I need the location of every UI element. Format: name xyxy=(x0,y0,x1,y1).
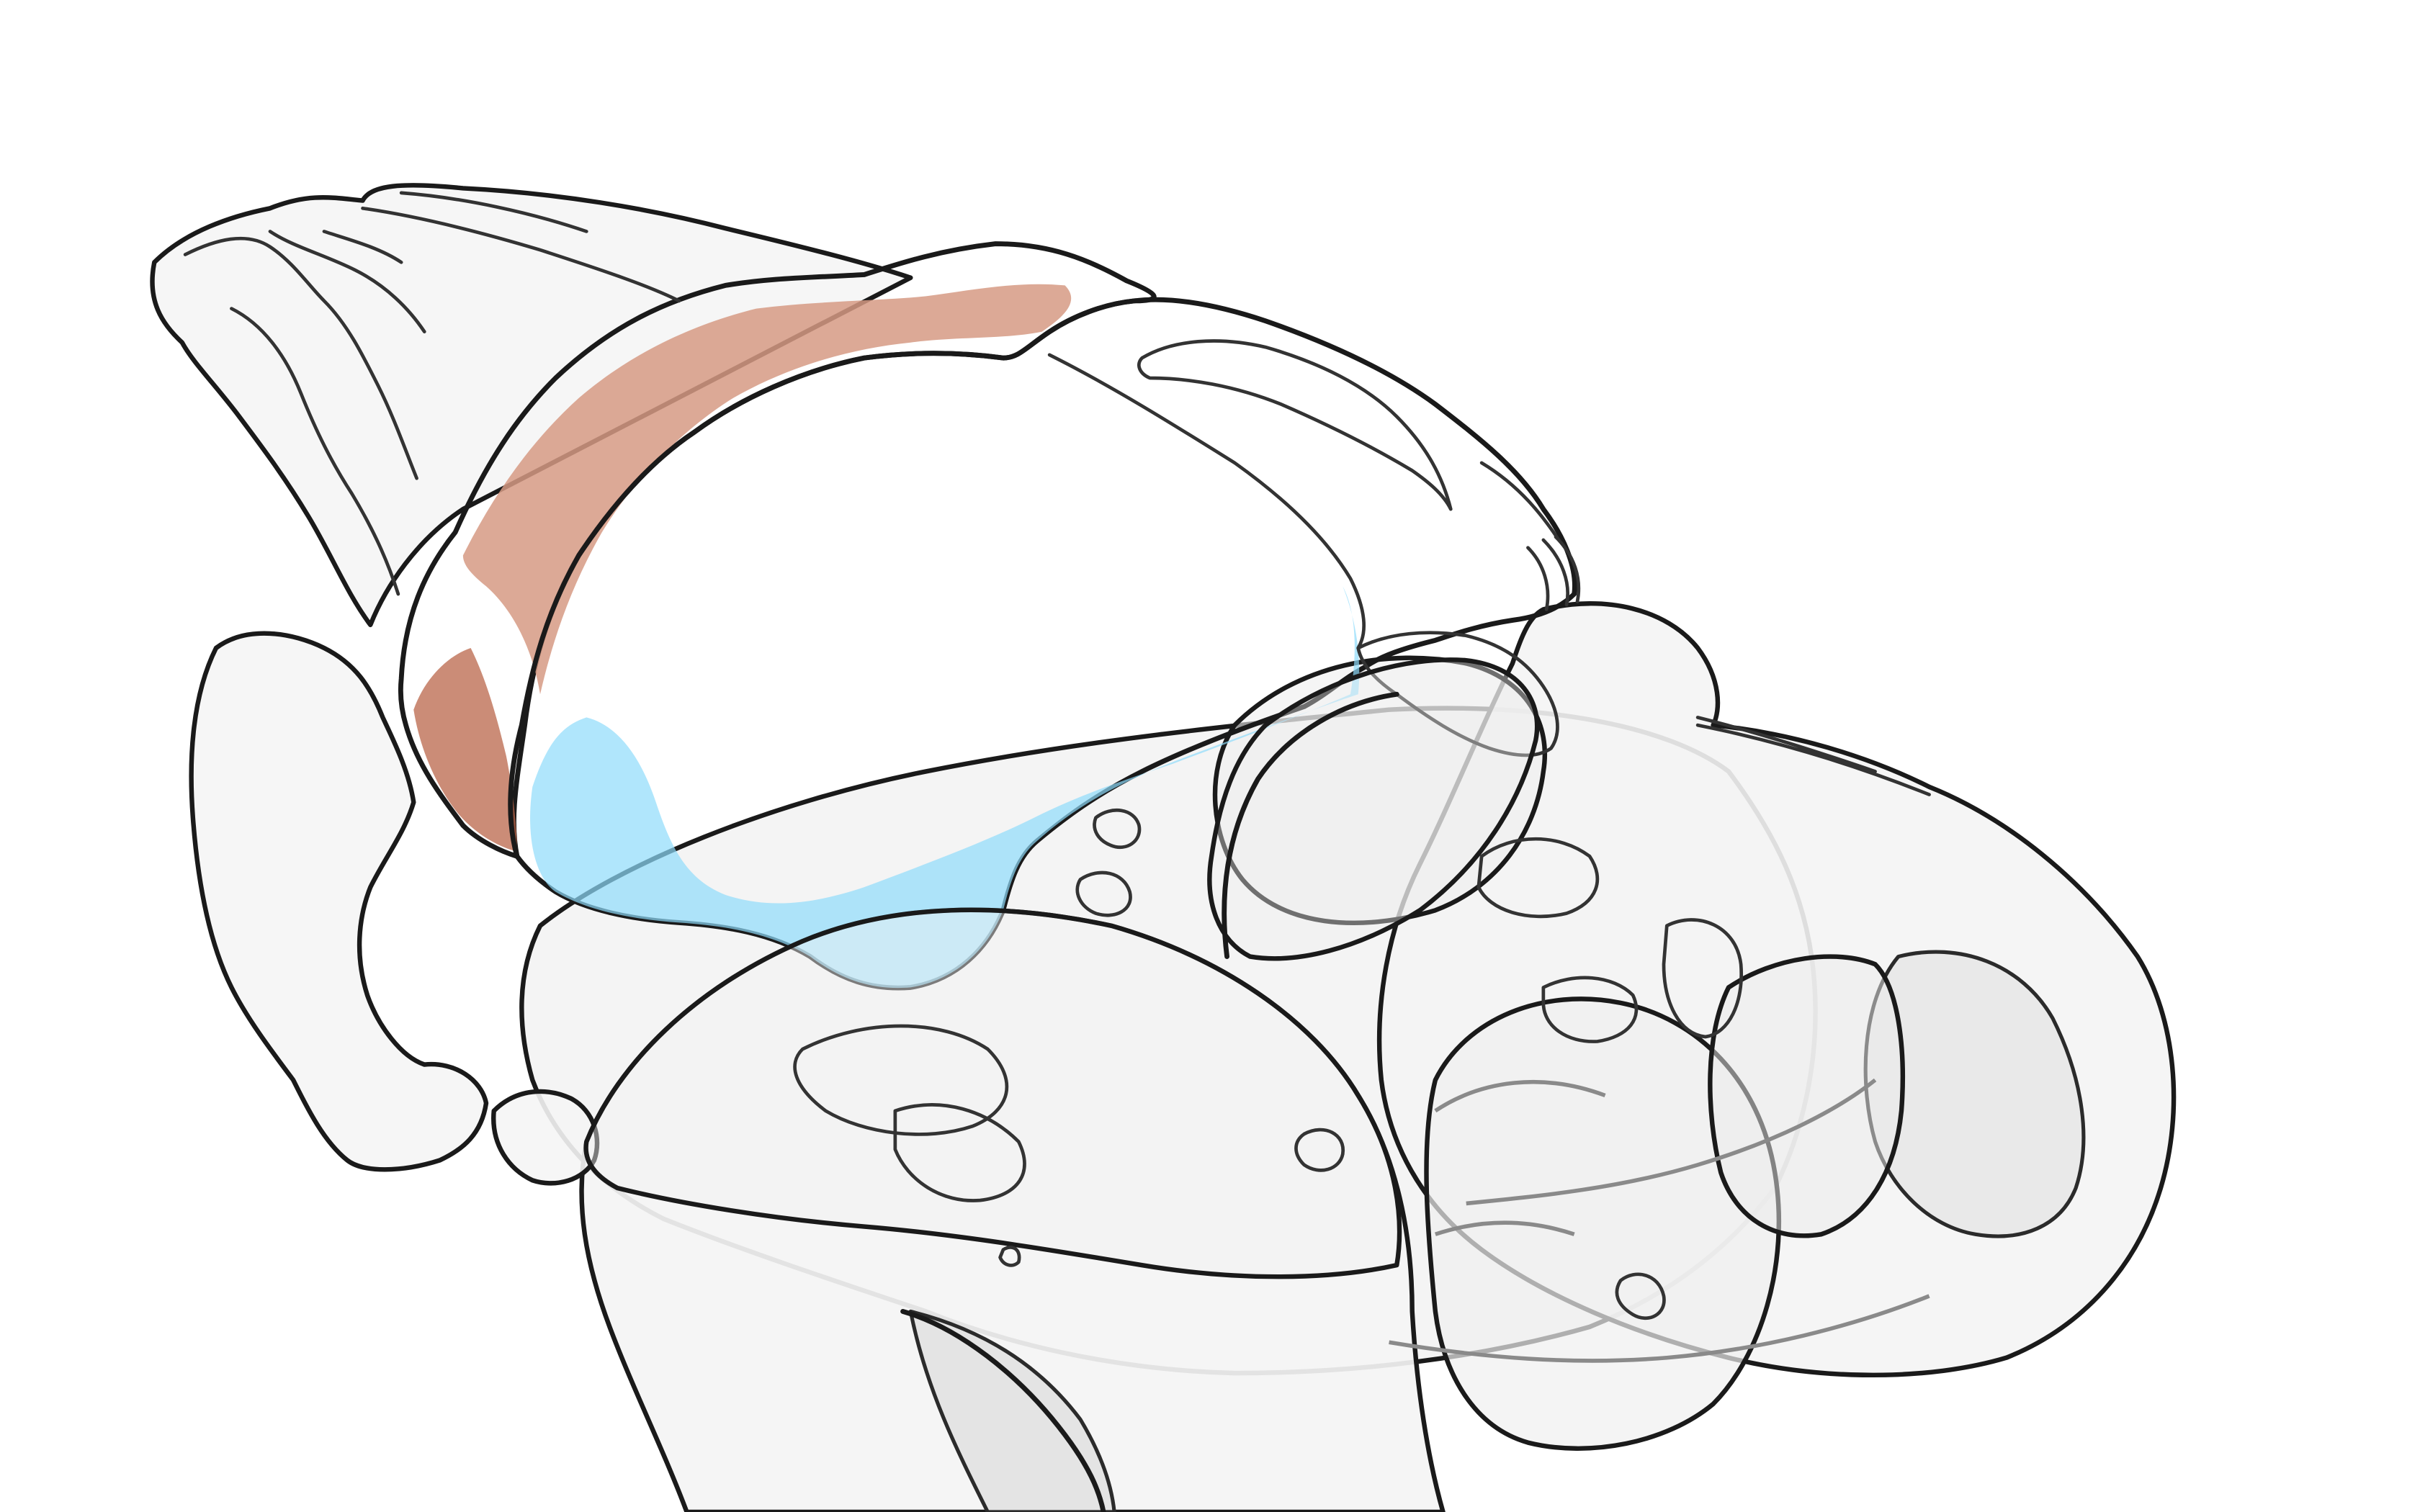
cerebellum-contour-1 xyxy=(1662,918,1744,1039)
olfactory-detail-3 xyxy=(268,230,426,334)
region-blue-posterior xyxy=(1356,631,1559,757)
region-blue-fringe xyxy=(1479,461,1581,611)
midbrain-contour-2 xyxy=(1541,976,1639,1043)
overlay-shells xyxy=(583,657,1905,1279)
brainstem-contour-1 xyxy=(793,1024,1009,1136)
small-structure-2 xyxy=(1075,870,1132,917)
thalamus-overlay xyxy=(583,907,1402,1279)
region-blue-ridge xyxy=(1137,339,1453,511)
interior-contours xyxy=(183,191,1931,1512)
olfactory-detail-1 xyxy=(183,236,418,480)
tract-line-2 xyxy=(1466,1078,1877,1206)
lower-lobe-divider xyxy=(1434,1079,1606,1236)
tract-line-1 xyxy=(1389,1294,1930,1363)
region-red-shadow xyxy=(413,648,517,852)
brainstem-contour-2 xyxy=(893,1103,1026,1202)
small-lump-left xyxy=(491,1089,600,1186)
right-hemisphere-overlay xyxy=(1708,954,1905,1238)
small-structure-3 xyxy=(1294,1128,1345,1172)
olfactory-detail-2 xyxy=(230,307,400,596)
region-blue-bright xyxy=(530,586,1360,989)
hippocampus-overlay xyxy=(1207,657,1540,961)
olfactory-detail-4 xyxy=(361,191,681,303)
left-lobe-shell xyxy=(189,631,489,1172)
small-structure-4 xyxy=(998,1246,1021,1267)
small-structure-1 xyxy=(1093,808,1142,850)
lower-right-lobe xyxy=(1424,996,1782,1451)
root-brain-shell xyxy=(150,183,2177,1512)
region-blue[interactable] xyxy=(508,297,1581,991)
midbrain-contour-1 xyxy=(1476,837,1600,919)
front-midbrain-lobe xyxy=(1212,655,1548,925)
medulla-inner-dark xyxy=(908,1309,1116,1512)
region-red-highlight xyxy=(462,284,1072,695)
region-blue-sulcus xyxy=(1047,353,1366,650)
cerebellum-contour-2 xyxy=(1695,716,1931,796)
small-structure-5 xyxy=(1615,1272,1666,1320)
medulla-curve xyxy=(900,1309,1106,1512)
region-blue-body xyxy=(508,297,1577,991)
hippocampal-curve xyxy=(1222,691,1399,959)
